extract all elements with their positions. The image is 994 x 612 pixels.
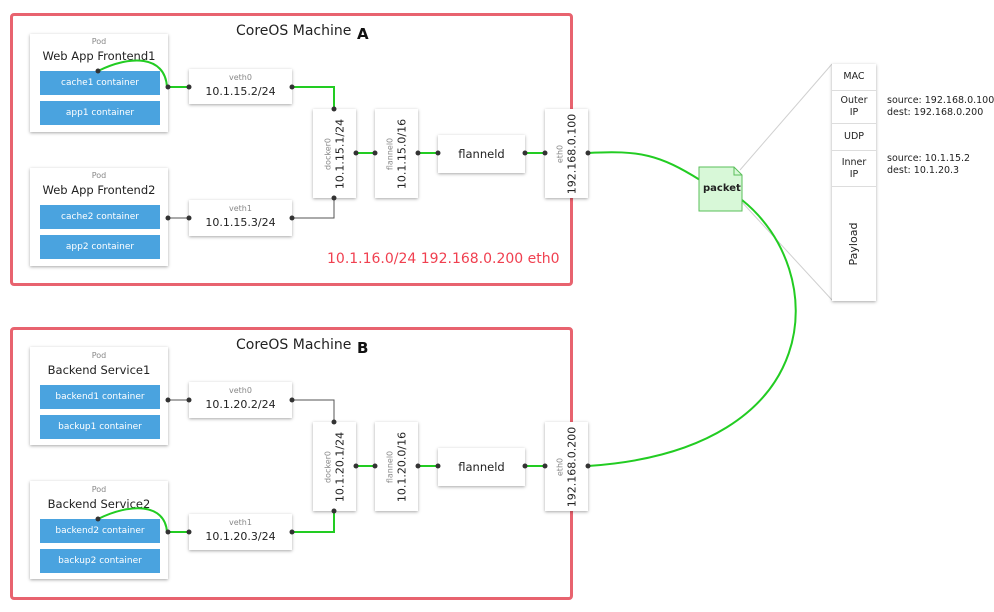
link-veth1-docker0-b [292, 511, 335, 533]
veth0-a[interactable]: veth0 10.1.15.2/24 [189, 69, 292, 104]
packet-structure: MAC Outer IP UDP Inner IP Payload [832, 64, 876, 301]
pod-name: Backend Service2 [47, 497, 151, 511]
outer-ip-dest: dest: 192.168.0.200 [887, 107, 984, 118]
veth1-ip: 10.1.15.3/24 [205, 216, 276, 229]
veth0-ip: 10.1.20.2/24 [205, 398, 276, 411]
flanneld-b[interactable]: flanneld [438, 448, 525, 486]
pod-label: Pod [91, 351, 107, 360]
container-backend1[interactable]: backend1 container [40, 385, 160, 409]
inner-ip-dest: dest: 10.1.20.3 [887, 165, 960, 176]
packet-field-mac: MAC [832, 64, 876, 91]
veth1-ip: 10.1.20.3/24 [205, 530, 276, 543]
pod-web-app-frontend2[interactable]: Pod Web App Frontend2 cache2 container a… [30, 168, 168, 266]
pod-label: Pod [91, 171, 107, 180]
pod-backend-service1[interactable]: Pod Backend Service1 backend1 container … [30, 347, 168, 445]
link-veth1-docker0 [292, 198, 335, 219]
veth0-b[interactable]: veth0 10.1.20.2/24 [189, 382, 292, 418]
pod-label: Pod [91, 37, 107, 46]
inner-ip-source: source: 10.1.15.2 [887, 153, 971, 164]
flanneld-a[interactable]: flanneld [438, 135, 525, 173]
container-backup1[interactable]: backup1 container [40, 415, 160, 439]
link-veth0-docker0 [292, 86, 335, 109]
machine-a-title: CoreOS Machine [236, 23, 352, 39]
pod-name: Web App Frontend1 [42, 49, 156, 63]
veth1-label: veth1 [229, 204, 252, 213]
link-eth0a-packet [587, 151, 701, 181]
packet-field-inner-ip: Inner IP [832, 151, 876, 187]
pod-label: Pod [91, 485, 107, 494]
zoom-line-bottom [739, 199, 833, 301]
link-packet-eth0b [587, 199, 797, 467]
link-cache1-veth0 [97, 59, 183, 88]
pod-backend-service2[interactable]: Pod Backend Service2 backend2 container … [30, 481, 168, 579]
packet-label: packet [703, 183, 741, 194]
pod-name: Backend Service1 [47, 363, 151, 377]
container-cache2[interactable]: cache2 container [40, 205, 160, 229]
pod-web-app-frontend1[interactable]: Pod Web App Frontend1 cache1 container a… [30, 34, 168, 132]
outer-ip-source: source: 192.168.0.100 [887, 95, 994, 106]
machine-b-title: CoreOS Machine [236, 337, 352, 353]
flanneld-label: flanneld [458, 147, 505, 161]
container-backend2[interactable]: backend2 container [40, 519, 160, 543]
pod-name: Web App Frontend2 [42, 183, 156, 197]
veth1-a[interactable]: veth1 10.1.15.3/24 [189, 200, 292, 236]
packet-field-udp: UDP [832, 124, 876, 151]
packet-field-outer-ip: Outer IP [832, 91, 876, 124]
container-app2[interactable]: app2 container [40, 235, 160, 259]
veth0-label: veth0 [229, 386, 252, 395]
link-veth0-docker0-b [292, 399, 335, 422]
veth1-b[interactable]: veth1 10.1.20.3/24 [189, 514, 292, 550]
remote-subnet-note: 10.1.16.0/24 192.168.0.200 eth0 [327, 251, 560, 267]
flanneld-label: flanneld [458, 460, 505, 474]
veth0-ip: 10.1.15.2/24 [205, 85, 276, 98]
document-icon [698, 166, 743, 212]
container-cache1[interactable]: cache1 container [40, 71, 160, 95]
link-backend2-veth1 [97, 507, 183, 533]
container-backup2[interactable]: backup2 container [40, 549, 160, 573]
veth1-label: veth1 [229, 518, 252, 527]
container-app1[interactable]: app1 container [40, 101, 160, 125]
connector-dots [95, 68, 591, 535]
zoom-line-top [739, 63, 833, 171]
machine-a-letter: A [357, 25, 369, 43]
packet-field-payload: Payload [847, 222, 860, 266]
machine-b-letter: B [357, 339, 369, 357]
veth0-label: veth0 [229, 73, 252, 82]
